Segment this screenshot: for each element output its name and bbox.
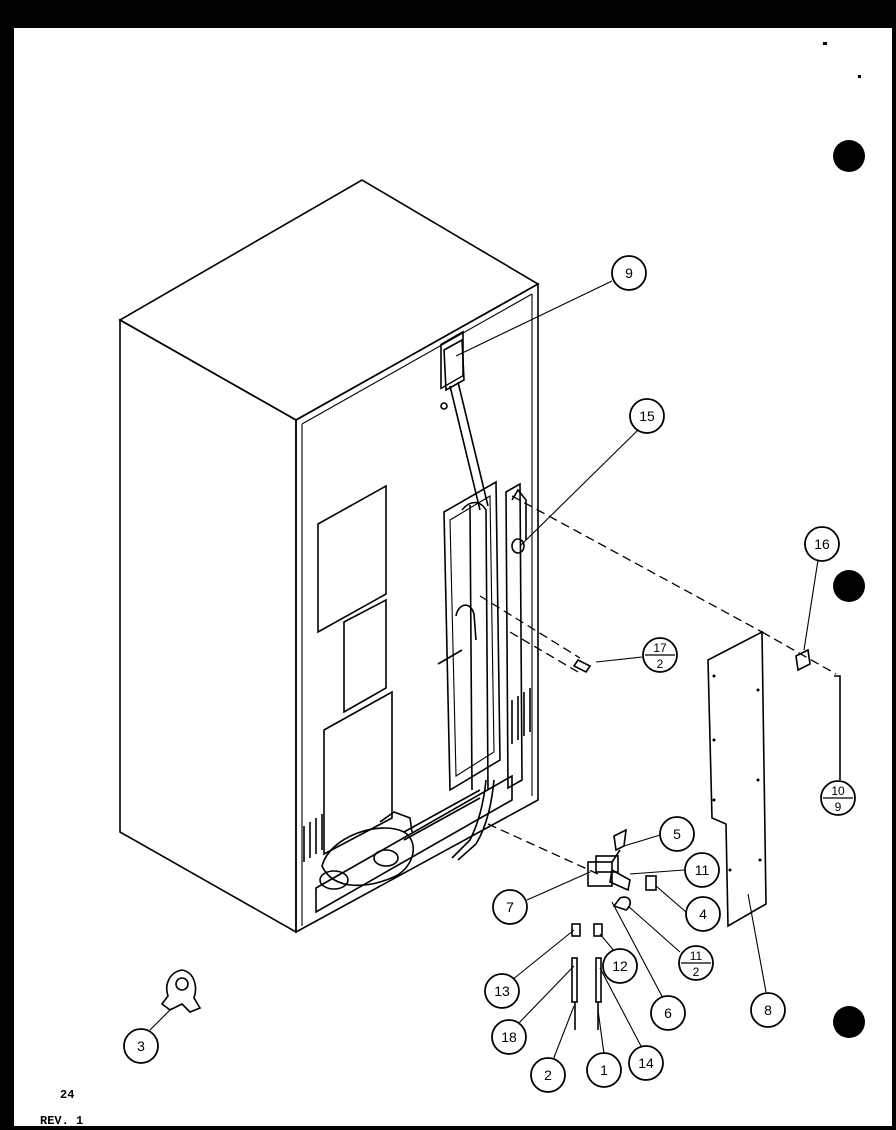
svg-text:5: 5 xyxy=(673,826,681,842)
svg-text:15: 15 xyxy=(639,408,655,424)
callout-12: 12 xyxy=(602,948,638,984)
svg-text:10: 10 xyxy=(831,784,845,798)
svg-text:1: 1 xyxy=(600,1062,608,1078)
revision-label: REV. 1 xyxy=(40,1114,84,1128)
svg-text:9: 9 xyxy=(835,800,842,814)
refrigerator-cabinet xyxy=(118,179,540,934)
callout-14: 14 xyxy=(628,1045,664,1081)
back-panel-part xyxy=(707,630,767,928)
binder-hole-bottom xyxy=(833,1006,865,1038)
callout-10-9: 10 9 xyxy=(820,780,856,816)
callout-11-2: 11 2 xyxy=(678,945,714,981)
svg-text:11: 11 xyxy=(690,949,703,963)
svg-text:3: 3 xyxy=(137,1038,145,1054)
callout-11: 11 xyxy=(684,852,720,888)
svg-text:7: 7 xyxy=(506,899,514,915)
diagram-page: 9 15 16 17 2 10 9 5 11 7 4 11 2 12 13 6 … xyxy=(14,28,892,1128)
callout-9: 9 xyxy=(611,255,647,291)
svg-text:9: 9 xyxy=(625,265,633,281)
svg-text:18: 18 xyxy=(501,1029,517,1045)
page-number: 24 xyxy=(60,1088,75,1102)
corner-mark xyxy=(823,42,827,45)
callout-1: 1 xyxy=(586,1052,622,1088)
svg-text:2: 2 xyxy=(693,965,700,979)
svg-text:13: 13 xyxy=(494,983,510,999)
callout-3: 3 xyxy=(123,1028,159,1064)
svg-text:14: 14 xyxy=(638,1055,654,1071)
svg-text:4: 4 xyxy=(699,906,707,922)
leader-lines xyxy=(149,280,819,1061)
bracket-part xyxy=(795,648,811,672)
callout-2: 2 xyxy=(530,1057,566,1093)
callout-6: 6 xyxy=(650,995,686,1031)
svg-text:8: 8 xyxy=(764,1002,772,1018)
svg-text:16: 16 xyxy=(814,536,830,552)
callout-15: 15 xyxy=(629,398,665,434)
callout-4: 4 xyxy=(685,896,721,932)
svg-text:2: 2 xyxy=(657,657,664,671)
relay-overload-assembly xyxy=(571,828,657,1030)
condenser-tubing xyxy=(437,330,527,861)
svg-text:6: 6 xyxy=(664,1005,672,1021)
callout-8: 8 xyxy=(750,992,786,1028)
binder-hole-top xyxy=(833,140,865,172)
corner-mark-2 xyxy=(858,75,861,78)
svg-text:2: 2 xyxy=(544,1067,552,1083)
callout-13: 13 xyxy=(484,973,520,1009)
callout-7: 7 xyxy=(492,889,528,925)
binder-hole-middle xyxy=(833,570,865,602)
callout-17-2: 17 2 xyxy=(642,637,678,673)
svg-text:11: 11 xyxy=(695,862,710,878)
svg-text:12: 12 xyxy=(612,958,628,974)
callout-16: 16 xyxy=(804,526,840,562)
callout-18: 18 xyxy=(491,1019,527,1055)
svg-text:17: 17 xyxy=(653,641,667,655)
callout-5: 5 xyxy=(659,816,695,852)
exploded-parts-diagram: 9 15 16 17 2 10 9 5 11 7 4 11 2 12 13 6 … xyxy=(118,42,865,1093)
loose-valve-part xyxy=(160,969,202,1013)
